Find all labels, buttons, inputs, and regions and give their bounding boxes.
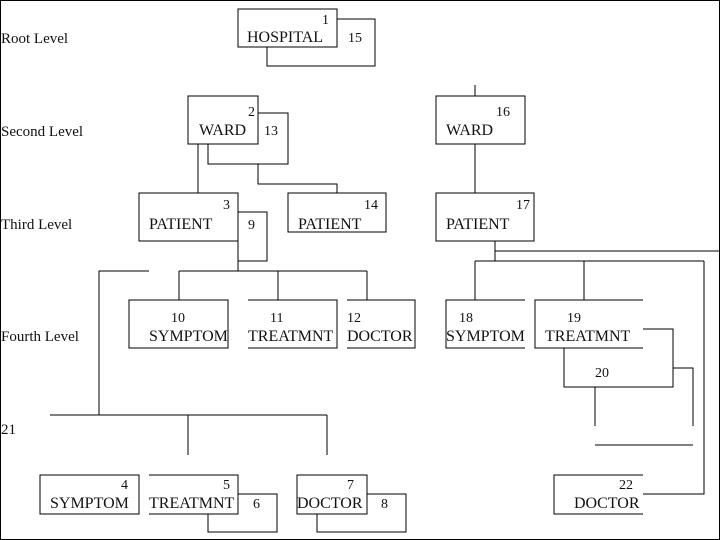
to-doctor-22 [643, 261, 705, 495]
symptom-18-label: SYMPTOM [446, 328, 525, 345]
level-label-third: Third Level [1, 217, 72, 233]
patient-3-node [138, 192, 239, 242]
symptom-18-node [445, 299, 525, 349]
doctor-12-node [347, 299, 416, 349]
patient-17-number: 17 [516, 198, 530, 213]
ward-2-label: WARD [199, 122, 246, 139]
hospital-pointer-box [266, 18, 376, 67]
patient17-right-link [494, 241, 719, 252]
symptom-10-number: 10 [171, 311, 185, 326]
doctor-7-number: 7 [347, 478, 354, 493]
patient-17-label: PATIENT [446, 216, 510, 233]
ward-16-label: WARD [446, 122, 493, 139]
doctor-22-node [553, 474, 643, 515]
symptom-18-number: 18 [459, 311, 473, 326]
treatmnt-19-label: TREATMNT [545, 328, 631, 345]
doctor-22-label: DOCTOR [574, 495, 640, 512]
ward-2-number: 2 [248, 105, 255, 120]
patient-14-label: PATIENT [298, 216, 362, 233]
treatmnt-5-label: TREATMNT [149, 495, 235, 512]
ward-2-pointer-box [207, 112, 289, 165]
treatmnt-11-number: 11 [270, 311, 283, 326]
treatmnt-19-node [534, 299, 643, 349]
level-label-root: Root Level [1, 31, 68, 47]
doctor-12-label: DOCTOR [347, 328, 413, 345]
pointer-20-number: 20 [595, 366, 609, 381]
treatmnt-11-label: TREATMNT [248, 328, 334, 345]
patient-3-number: 3 [223, 198, 230, 213]
patient-17-node [435, 192, 535, 242]
ward-16-node [435, 95, 526, 145]
level-label-21: 21 [1, 422, 16, 438]
symptom-4-number: 4 [121, 478, 128, 493]
doctor-7-pointer-box [316, 493, 407, 533]
ward-2-node [187, 95, 259, 145]
hospital-label: HOSPITAL [247, 29, 323, 46]
doctor-12-number: 12 [347, 311, 361, 326]
ward-2-pointer-13: 13 [264, 124, 278, 139]
patient-14-node [287, 192, 387, 233]
symptom-4-node [39, 474, 140, 515]
patient-14-number: 14 [364, 198, 378, 213]
hospital-pointer-15: 15 [348, 31, 362, 46]
doctor-7-label: DOCTOR [297, 495, 363, 512]
hospital-node [237, 8, 338, 48]
symptom-10-label: SYMPTOM [149, 328, 228, 345]
hospital-number: 1 [322, 13, 329, 28]
doctor-7-pointer-8: 8 [381, 497, 388, 512]
doctor-22-number: 22 [619, 478, 633, 493]
pointer-20-return [673, 367, 694, 426]
symptom-10-node [128, 299, 229, 349]
treatmnt-19-pointer-box [563, 328, 674, 388]
ward-16-number: 16 [496, 105, 510, 120]
patient3-down-link [98, 270, 149, 415]
symptom-4-label: SYMPTOM [50, 495, 129, 512]
treatmnt-5-pointer-6: 6 [253, 497, 260, 512]
patient-3-pointer-box [237, 211, 268, 262]
level-label-second: Second Level [1, 124, 83, 140]
treatmnt-19-number: 19 [567, 311, 581, 326]
treatmnt-5-number: 5 [223, 478, 230, 493]
treatmnt-11-node [248, 299, 338, 349]
patient-3-pointer-9: 9 [248, 218, 255, 233]
treatmnt-5-pointer-box [207, 493, 278, 533]
ward2-to-patient14 [257, 164, 338, 193]
patient-3-label: PATIENT [149, 216, 213, 233]
level-label-fourth: Fourth Level [1, 329, 79, 345]
